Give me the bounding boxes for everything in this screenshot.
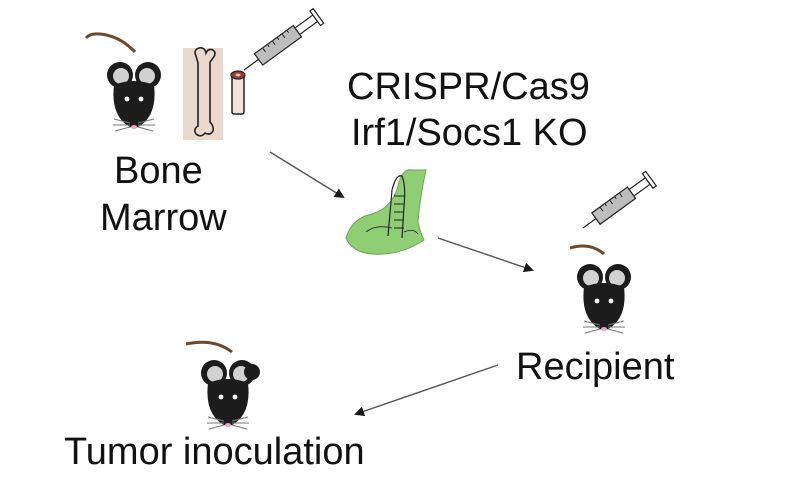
arrow-icon: [354, 364, 499, 417]
marrow-tube-icon: [230, 70, 246, 115]
bone-label: Bone: [114, 150, 203, 192]
recipient-mouse-icon: [569, 244, 632, 334]
culture-dish-icon: [345, 169, 427, 255]
tumor-inoculation-label: Tumor inoculation: [64, 431, 365, 473]
syringe-icon: [582, 170, 658, 229]
arrow-icon: [437, 237, 534, 273]
donor-mouse-icon: [84, 32, 162, 132]
knockout-label: Irf1/Socs1 KO: [351, 112, 588, 154]
crispr-label: CRISPR/Cas9: [347, 66, 590, 108]
arrow-icon: [269, 151, 345, 199]
syringe-icon: [243, 7, 325, 71]
tumor-mouse-icon: [185, 340, 260, 430]
marrow-label: Marrow: [100, 197, 227, 239]
recipient-label: Recipient: [516, 346, 675, 388]
bone-icon: [183, 47, 223, 140]
